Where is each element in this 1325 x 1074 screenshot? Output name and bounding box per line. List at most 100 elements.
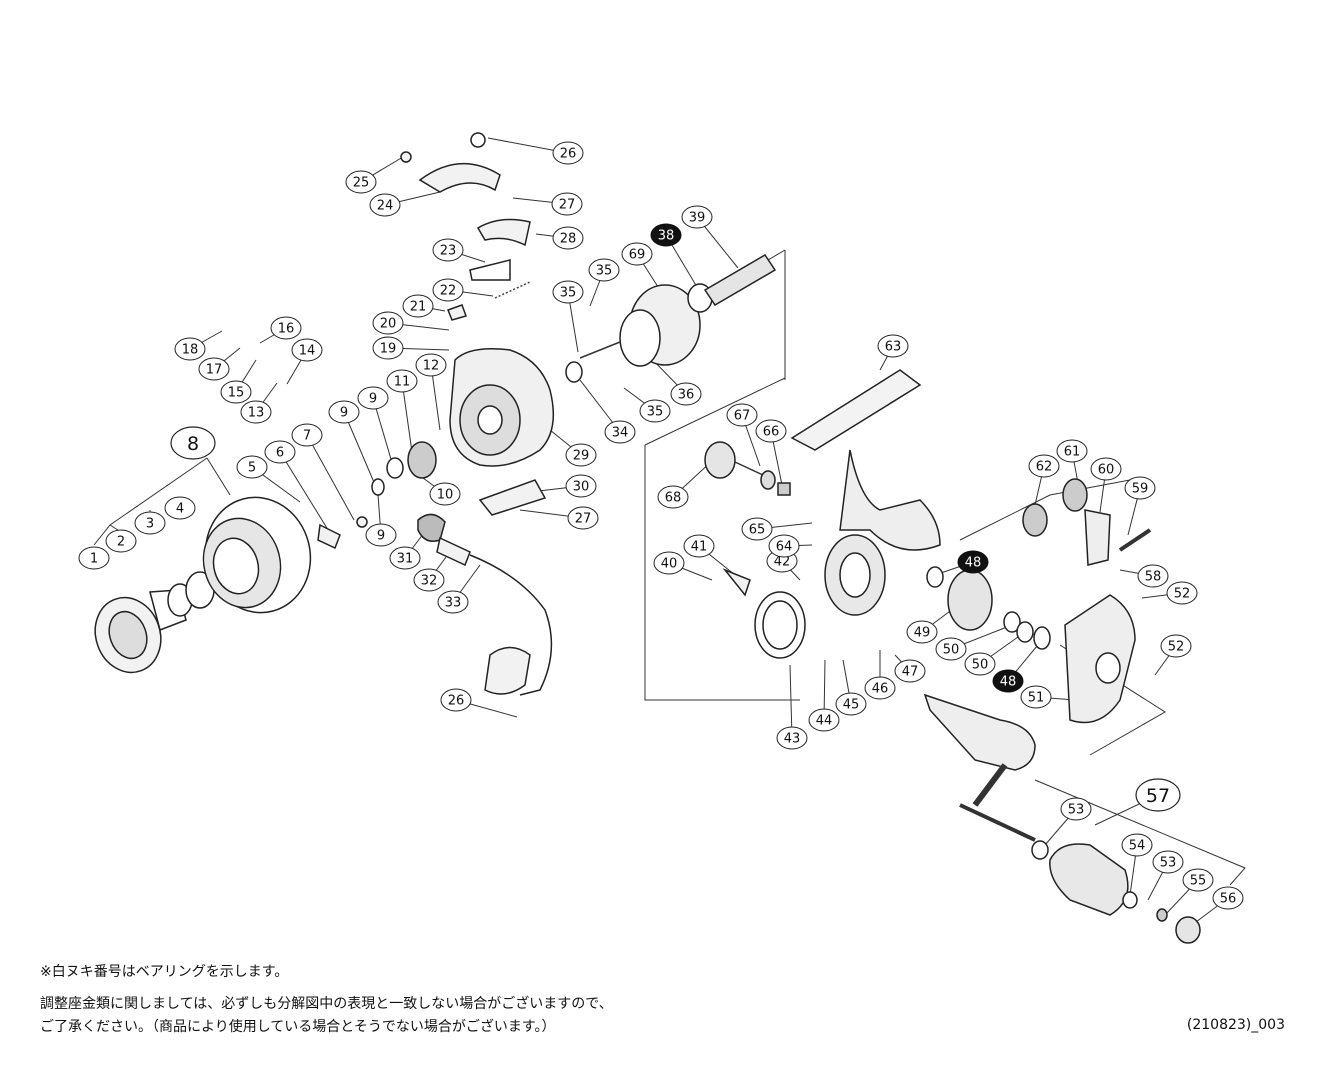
callout-label: 29 <box>573 449 590 464</box>
callout-label: 51 <box>1028 691 1045 706</box>
callout-9: 9 <box>328 400 360 424</box>
callout-label: 68 <box>665 491 682 506</box>
callout-8: 8 <box>170 426 216 460</box>
callout-label: 31 <box>397 552 414 567</box>
callout-67: 67 <box>726 403 758 427</box>
callout-label: 60 <box>1098 463 1115 478</box>
callout-label: 42 <box>774 555 791 570</box>
callout-63: 63 <box>877 334 909 358</box>
callout-3: 3 <box>134 511 166 535</box>
callout-label: 2 <box>117 535 125 550</box>
callout-34: 34 <box>604 420 636 444</box>
callout-label: 34 <box>612 426 629 441</box>
callout-65: 65 <box>741 517 773 541</box>
callout-label: 53 <box>1160 856 1177 871</box>
callout-47: 47 <box>894 659 926 683</box>
callout-label: 12 <box>423 359 440 374</box>
callout-label: 7 <box>303 429 311 444</box>
callout-label: 9 <box>377 529 385 544</box>
callout-label: 25 <box>353 176 370 191</box>
callout-30: 30 <box>565 474 597 498</box>
callout-50: 50 <box>935 637 967 661</box>
callout-39: 39 <box>681 205 713 229</box>
callout-20: 20 <box>372 311 404 335</box>
callout-label: 26 <box>560 147 577 162</box>
callout-label: 64 <box>776 540 793 555</box>
callout-23: 23 <box>432 238 464 262</box>
callout-24: 24 <box>369 193 401 217</box>
callout-44: 44 <box>808 708 840 732</box>
callout-26: 26 <box>552 141 584 165</box>
callout-26: 26 <box>440 688 472 712</box>
callout-label: 40 <box>661 557 678 572</box>
callout-label: 50 <box>972 658 989 673</box>
callout-54: 54 <box>1121 833 1153 857</box>
callout-label: 39 <box>689 211 706 226</box>
callout-label: 58 <box>1145 570 1162 585</box>
callout-6: 6 <box>264 440 296 464</box>
callout-9: 9 <box>365 523 397 547</box>
callout-label: 27 <box>575 512 592 527</box>
callout-label: 22 <box>440 284 457 299</box>
callout-58: 58 <box>1137 564 1169 588</box>
callout-label: 50 <box>943 643 960 658</box>
callout-label: 17 <box>206 363 223 378</box>
callout-label: 36 <box>678 388 695 403</box>
callout-50: 50 <box>964 652 996 676</box>
callout-14: 14 <box>291 338 323 362</box>
callout-11: 11 <box>386 369 418 393</box>
callout-label: 21 <box>410 300 427 315</box>
callout-label: 56 <box>1220 892 1237 907</box>
callout-label: 65 <box>749 523 766 538</box>
callout-label: 11 <box>394 375 411 390</box>
callout-5: 5 <box>236 455 268 479</box>
callout-40: 40 <box>653 551 685 575</box>
callout-label: 28 <box>560 232 577 247</box>
callout-label: 14 <box>299 344 316 359</box>
callout-label: 66 <box>763 425 780 440</box>
callout-label: 4 <box>176 502 184 517</box>
callout-21: 21 <box>402 294 434 318</box>
callout-label: 35 <box>560 286 577 301</box>
callout-label: 38 <box>658 229 675 244</box>
callout-label: 5 <box>248 461 256 476</box>
callout-53: 53 <box>1152 850 1184 874</box>
callout-35: 35 <box>639 399 671 423</box>
callout-label: 44 <box>816 714 833 729</box>
callout-17: 17 <box>198 357 230 381</box>
callout-51: 51 <box>1020 685 1052 709</box>
callout-label: 26 <box>448 694 465 709</box>
callout-label: 46 <box>872 682 889 697</box>
callout-label: 48 <box>965 556 982 571</box>
callout-31: 31 <box>389 546 421 570</box>
callout-52: 52 <box>1166 581 1198 605</box>
callout-41: 41 <box>683 534 715 558</box>
bearing-note: ※白ヌキ番号はベアリングを示します。 <box>40 964 289 980</box>
callout-label: 53 <box>1068 803 1085 818</box>
callout-49: 49 <box>906 620 938 644</box>
callout-label: 35 <box>596 264 613 279</box>
callout-52: 52 <box>1160 634 1192 658</box>
callout-59: 59 <box>1124 476 1156 500</box>
callout-1: 1 <box>78 546 110 570</box>
callout-label: 54 <box>1129 839 1146 854</box>
callout-25: 25 <box>345 170 377 194</box>
callout-label: 43 <box>784 732 801 747</box>
callout-48: 48 <box>957 550 989 574</box>
callout-35: 35 <box>552 280 584 304</box>
callout-55: 55 <box>1182 868 1214 892</box>
callout-label: 49 <box>914 626 931 641</box>
callout-label: 41 <box>691 540 708 555</box>
callout-label: 20 <box>380 317 397 332</box>
callout-label: 19 <box>380 342 397 357</box>
callout-label: 15 <box>228 386 245 401</box>
callout-68: 68 <box>657 485 689 509</box>
callout-label: 55 <box>1190 874 1207 889</box>
callout-4: 4 <box>164 496 196 520</box>
callout-9: 9 <box>357 386 389 410</box>
callout-label: 13 <box>248 406 265 421</box>
callout-label: 30 <box>573 480 590 495</box>
callout-label: 47 <box>902 665 919 680</box>
